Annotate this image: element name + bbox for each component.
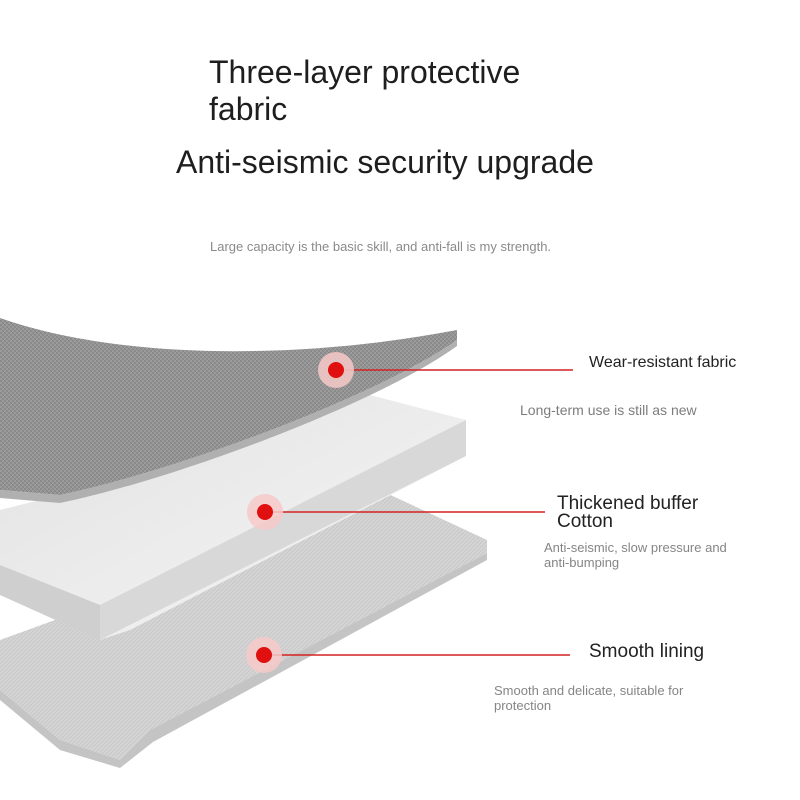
layer-title-wear-resistant: Wear-resistant fabric — [589, 354, 737, 371]
page-title: Three-layer protective fabric — [209, 54, 521, 127]
layer-description-wear-resistant: Long-term use is still as new — [520, 402, 697, 418]
layer-title-buffer-cotton: Thickened buffer Cotton — [557, 493, 699, 532]
red-dot-marker-icon — [318, 352, 354, 388]
page-subtitle: Anti-seismic security upgrade — [176, 144, 594, 180]
layer-title-smooth-lining: Smooth lining — [589, 641, 705, 662]
layer-description-buffer-cotton: Anti-seismic, slow pressure and anti-bum… — [544, 540, 727, 570]
layer-description-smooth-lining: Smooth and delicate, suitable for protec… — [494, 683, 684, 713]
red-dot-marker-icon — [247, 494, 283, 530]
red-dot-marker-icon — [246, 637, 282, 673]
lining-layer — [0, 490, 487, 768]
tagline: Large capacity is the basic skill, and a… — [210, 239, 552, 254]
foam-layer — [0, 395, 466, 640]
